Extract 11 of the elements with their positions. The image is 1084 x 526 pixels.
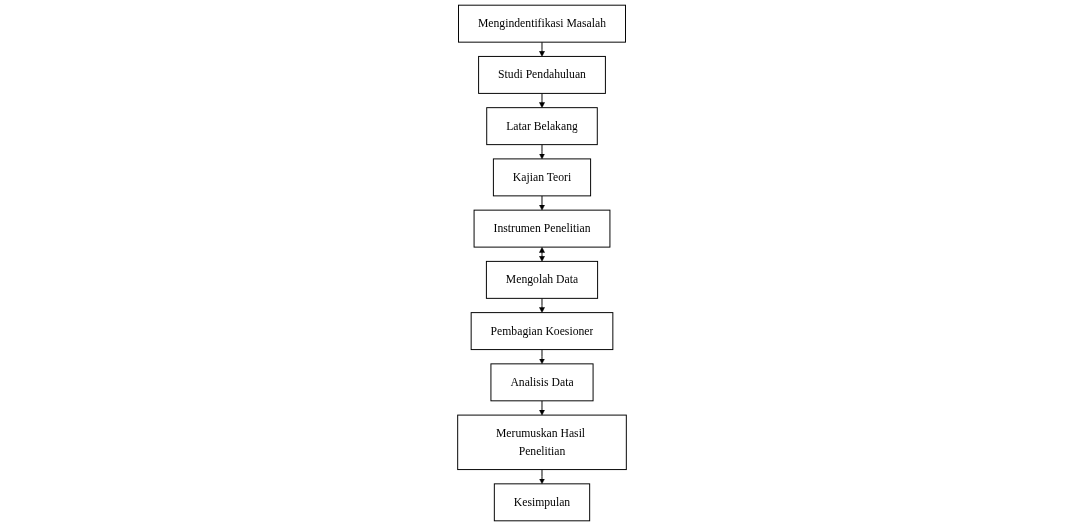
node-box: Analisis Data	[490, 363, 594, 402]
node-box: Mengolah Data	[485, 260, 599, 299]
node-box: Instrumen Penelitian	[473, 209, 611, 248]
node-box: Studi Pendahuluan	[478, 55, 606, 94]
node-box: Pembagian Koesioner	[470, 312, 614, 351]
node-box: Mengindentifikasi Masalah	[458, 4, 626, 43]
node-box: Latar Belakang	[486, 107, 598, 146]
arrow	[539, 247, 545, 262]
node-box: Kesimpulan	[493, 483, 591, 522]
node-box: Merumuskan Hasil Penelitian	[457, 414, 627, 471]
node-box: Kajian Teori	[492, 158, 592, 197]
